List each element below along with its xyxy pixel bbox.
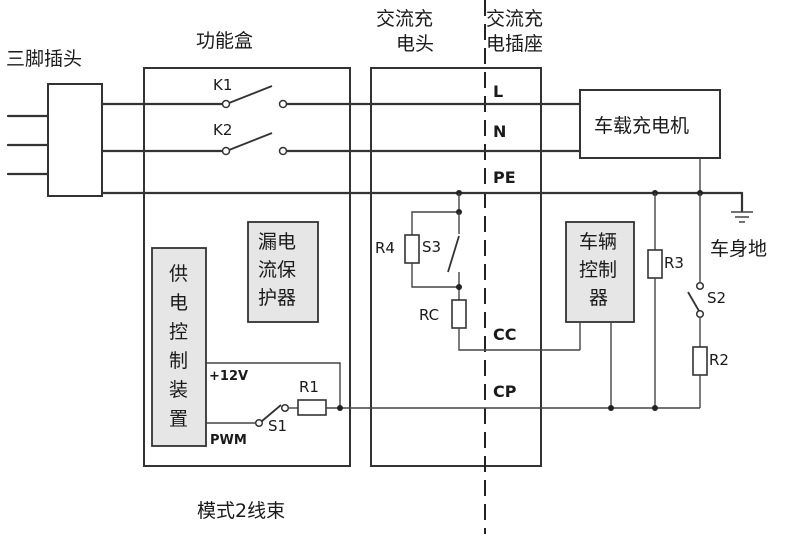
pwm-label: PWM bbox=[210, 433, 247, 448]
r4-resistor bbox=[404, 234, 420, 264]
line-n-label: N bbox=[493, 122, 506, 141]
vehicle-controller-box bbox=[565, 221, 635, 323]
cp-node-r3 bbox=[652, 405, 658, 411]
s1-label: S1 bbox=[268, 417, 287, 435]
leakage-protector-label-1: 漏电 bbox=[258, 231, 296, 253]
ac-connector-label-1: 交流充 bbox=[376, 8, 433, 30]
r2-label: R2 bbox=[709, 351, 729, 369]
power-control-char-2: 控 bbox=[169, 321, 188, 343]
r3-label: R3 bbox=[664, 254, 684, 272]
s2-label: S2 bbox=[707, 289, 726, 307]
s1-switch-blade bbox=[261, 404, 282, 422]
k2-contact-right bbox=[278, 146, 288, 156]
plug-label: 三脚插头 bbox=[6, 48, 82, 70]
vehicle-controller-label-1: 车辆 bbox=[579, 231, 617, 253]
cp-node-controller bbox=[608, 405, 614, 411]
ac-connector-box bbox=[370, 67, 542, 467]
diagram-caption: 模式2线束 bbox=[197, 500, 285, 522]
ground-icon bbox=[731, 211, 753, 223]
s3-switch-blade bbox=[447, 235, 460, 273]
ac-socket-label-1: 交流充 bbox=[486, 8, 543, 30]
k1-label: K1 bbox=[213, 76, 232, 94]
line-l-label: L bbox=[493, 82, 503, 101]
k2-switch-blade bbox=[228, 132, 273, 151]
r4-label: R4 bbox=[375, 239, 395, 257]
function-box-label: 功能盒 bbox=[196, 30, 253, 52]
r1-resistor bbox=[297, 399, 327, 416]
leakage-protector-label-3: 护器 bbox=[258, 287, 296, 309]
rc-resistor bbox=[451, 299, 467, 329]
r1-label: R1 bbox=[299, 378, 319, 396]
plus12v-wire bbox=[206, 362, 341, 408]
s2-contact-bottom bbox=[695, 309, 705, 319]
ac-socket-label-2: 电插座 bbox=[486, 33, 543, 55]
cp-node-r1 bbox=[337, 405, 343, 411]
function-box bbox=[143, 67, 351, 467]
plus12v-label: +12V bbox=[209, 369, 248, 384]
k1-switch-blade bbox=[228, 85, 273, 104]
vehicle-controller-label-2: 控制 bbox=[579, 259, 617, 281]
k2-label: K2 bbox=[213, 121, 232, 139]
s2-contact-top bbox=[695, 281, 705, 291]
power-control-device-box bbox=[151, 247, 207, 447]
s3-label: S3 bbox=[422, 238, 441, 256]
s3-bottom-node bbox=[456, 284, 462, 290]
rc-label: RC bbox=[419, 306, 439, 324]
power-control-char-5: 置 bbox=[169, 408, 188, 430]
onboard-charger-box bbox=[579, 89, 721, 159]
power-control-char-1: 电 bbox=[169, 292, 188, 314]
plug-prongs bbox=[6, 114, 50, 176]
k1-contact-right bbox=[278, 99, 288, 109]
k2-contact-left bbox=[221, 146, 231, 156]
cc-label: CC bbox=[493, 325, 516, 344]
power-control-char-4: 装 bbox=[169, 379, 188, 401]
leakage-protector-label-2: 流保 bbox=[258, 259, 296, 281]
r4-s3-loop-top bbox=[411, 193, 460, 235]
body-ground-label: 车身地 bbox=[710, 238, 767, 260]
vehicle-controller-label-3: 器 bbox=[589, 287, 608, 309]
cc-wire bbox=[458, 328, 580, 351]
s2-switch-blade bbox=[687, 291, 700, 312]
k1-contact-left bbox=[221, 99, 231, 109]
cp-label: CP bbox=[493, 382, 517, 401]
plug-box bbox=[47, 83, 103, 197]
r4-s3-loop-bottom bbox=[411, 263, 460, 300]
ac-connector-label-2: 电头 bbox=[396, 33, 434, 55]
leakage-protector-box bbox=[247, 221, 319, 323]
power-control-char-3: 制 bbox=[169, 350, 188, 372]
r3-resistor bbox=[647, 249, 663, 279]
s1-contact-left bbox=[254, 418, 264, 428]
onboard-charger-label: 车载充电机 bbox=[594, 115, 689, 137]
s1-contact-right bbox=[280, 403, 290, 413]
line-pe-label: PE bbox=[493, 168, 516, 187]
power-control-char-0: 供 bbox=[169, 263, 188, 285]
r2-resistor bbox=[692, 346, 708, 376]
